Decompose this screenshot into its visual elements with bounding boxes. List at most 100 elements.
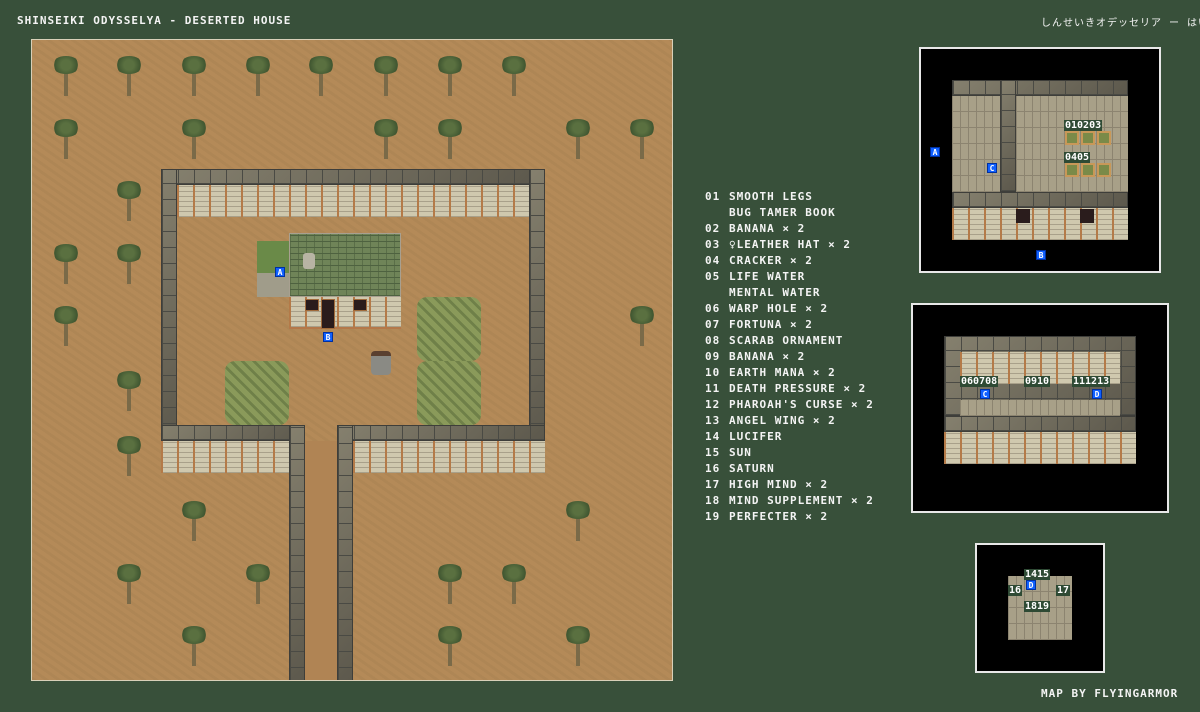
item-number: 01 <box>705 190 721 203</box>
item-number: 12 <box>705 398 721 411</box>
basement-wall-face <box>944 432 1136 464</box>
palm-tree <box>113 436 145 476</box>
item-name: MIND SUPPLEMENT × 2 <box>729 494 874 507</box>
item-name: SCARAB ORNAMENT <box>729 334 844 347</box>
map-title: SHINSEIKI ODYSSELYA - DESERTED HOUSE <box>17 14 292 27</box>
palm-tree <box>562 119 594 159</box>
item-name: SMOOTH LEGS <box>729 190 813 203</box>
basement-map-panel: 060708 0910 111213 C D <box>911 303 1169 513</box>
house-window <box>305 299 319 311</box>
treasure-chest <box>1097 163 1111 177</box>
palm-tree <box>178 56 210 96</box>
item-number: 10 <box>705 366 721 379</box>
item-number: 05 <box>705 270 721 283</box>
path <box>305 441 337 680</box>
palm-tree <box>50 244 82 284</box>
marker-c: C <box>980 389 990 399</box>
chest-label: 1819 <box>1024 601 1051 612</box>
item-name: CRACKER × 2 <box>729 254 813 267</box>
interior-wall-face <box>952 208 1128 240</box>
item-list-entry: 19 PERFECTER × 2 <box>705 510 828 523</box>
palm-tree <box>178 119 210 159</box>
item-name: ANGEL WING × 2 <box>729 414 836 427</box>
garden-patch <box>417 297 481 361</box>
wall-top <box>161 169 545 185</box>
garden-patch <box>417 361 481 425</box>
garden-patch <box>225 361 289 425</box>
palm-tree <box>50 56 82 96</box>
item-number: 19 <box>705 510 721 523</box>
basement-floor <box>960 400 1120 416</box>
palm-tree <box>434 56 466 96</box>
palm-tree <box>626 306 658 346</box>
item-number: 06 <box>705 302 721 315</box>
deserted-house-overworld-map: A B <box>31 39 673 681</box>
item-name: ♀LEATHER HAT × 2 <box>729 238 851 251</box>
house-window <box>353 299 367 311</box>
wall-left <box>161 169 177 441</box>
item-name: HIGH MIND × 2 <box>729 478 829 491</box>
item-name: BANANA × 2 <box>729 350 806 363</box>
item-name: BANANA × 2 <box>729 222 806 235</box>
item-number: 17 <box>705 478 721 491</box>
palm-tree <box>242 56 274 96</box>
chest-label: 1415 <box>1024 569 1051 580</box>
item-list-entry: 12 PHAROAH'S CURSE × 2 <box>705 398 874 411</box>
chest-label: 0910 <box>1024 376 1051 387</box>
item-number: 15 <box>705 446 721 459</box>
item-list-entry: 17 HIGH MIND × 2 <box>705 478 828 491</box>
item-name: BUG TAMER BOOK <box>729 206 836 219</box>
treasure-chest <box>1081 163 1095 177</box>
item-list-entry: 04 CRACKER × 2 <box>705 254 813 267</box>
marker-b: B <box>323 332 333 342</box>
item-list-entry: 13 ANGEL WING × 2 <box>705 414 836 427</box>
palm-tree <box>113 181 145 221</box>
item-list-entry: 01 SMOOTH LEGS <box>705 190 813 203</box>
item-number: 14 <box>705 430 721 443</box>
path-wall-left <box>289 425 305 680</box>
map-title-japanese: しんせいきオデッセリア ー はいおく <box>1041 18 1200 29</box>
basement-wall <box>944 416 1136 432</box>
palm-tree <box>498 56 530 96</box>
item-name: FORTUNA × 2 <box>729 318 813 331</box>
wall-bottom-left-face <box>161 441 289 473</box>
item-number: 04 <box>705 254 721 267</box>
window <box>1080 209 1094 223</box>
palm-tree <box>113 564 145 604</box>
item-name: PHAROAH'S CURSE × 2 <box>729 398 874 411</box>
item-name: PERFECTER × 2 <box>729 510 829 523</box>
chimney <box>303 253 315 269</box>
chest-label: 060708 <box>960 376 999 387</box>
chest-label: 111213 <box>1072 376 1111 387</box>
chest-label: 16 <box>1008 585 1023 596</box>
well <box>371 351 391 375</box>
palm-tree <box>370 119 402 159</box>
interior-wall <box>952 80 1128 96</box>
path-wall-right <box>337 425 353 680</box>
house-interior-map-panel: 010203 0405 A B C <box>919 47 1161 273</box>
interior-wall <box>952 192 1128 208</box>
palm-tree <box>562 501 594 541</box>
item-number: 13 <box>705 414 721 427</box>
item-list-entry: BUG TAMER BOOK <box>705 206 836 219</box>
chest-label: 010203 <box>1064 120 1103 131</box>
palm-tree <box>113 56 145 96</box>
wall-bottom-right-face <box>353 441 545 473</box>
treasure-chest <box>1081 131 1095 145</box>
marker-a: A <box>930 147 940 157</box>
palm-tree <box>242 564 274 604</box>
item-name: DEATH PRESSURE × 2 <box>729 382 867 395</box>
palm-tree <box>178 501 210 541</box>
item-list-entry: 03♀LEATHER HAT × 2 <box>705 238 851 251</box>
treasure-chest <box>1065 131 1079 145</box>
palm-tree <box>626 119 658 159</box>
